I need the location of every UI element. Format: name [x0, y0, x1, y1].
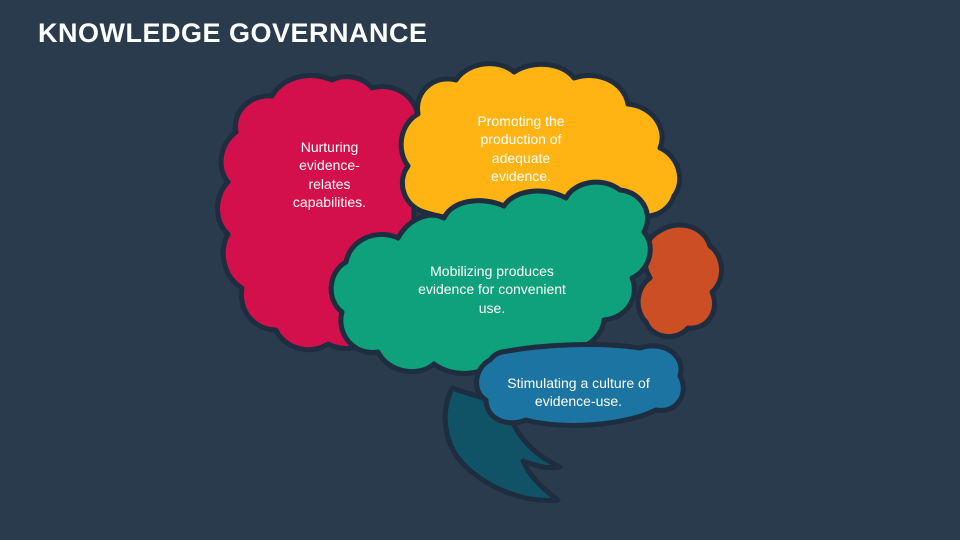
slide-title: KNOWLEDGE GOVERNANCE [38, 18, 428, 48]
rear-lobe-shape [635, 222, 724, 339]
center-lobe-shape [328, 179, 653, 376]
bottom-lobe-shape [474, 342, 686, 428]
